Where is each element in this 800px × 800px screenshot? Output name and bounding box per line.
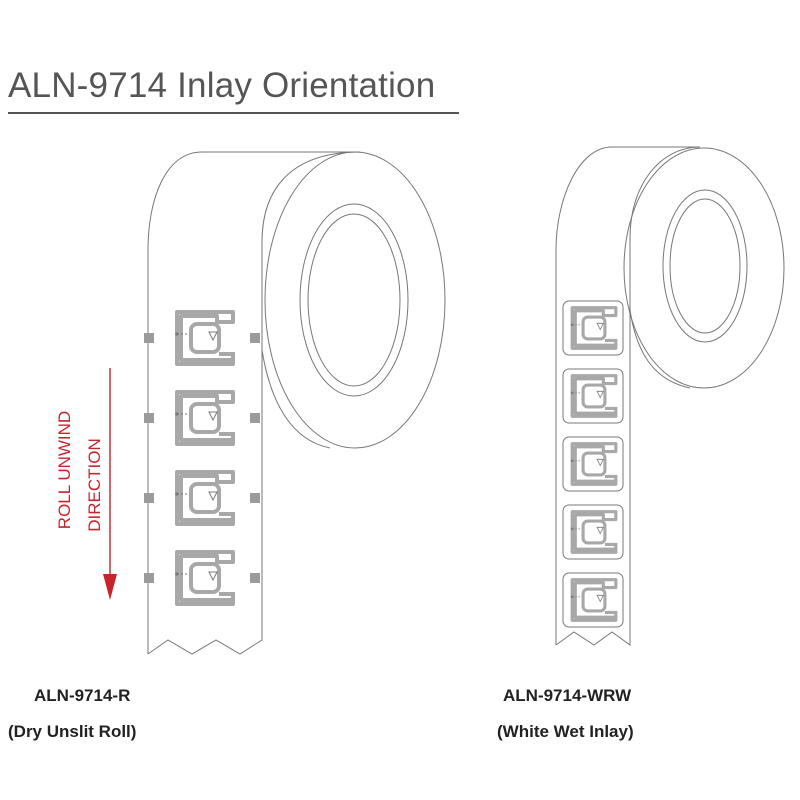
left-inlay: [144, 550, 260, 606]
right-roll-subtitle: (White Wet Inlay): [497, 722, 634, 741]
left-inlay: [144, 310, 260, 366]
direction-label-line1: ROLL UNWIND: [55, 411, 74, 529]
right-roll-side: [623, 147, 785, 389]
right-marker: [250, 413, 260, 423]
right-marker: [250, 573, 260, 583]
right-roll-body: [555, 146, 700, 645]
right-strip-edge: [555, 146, 701, 646]
unwind-arrow: [103, 368, 117, 600]
right-inlay: [562, 504, 624, 560]
title-underline: [8, 112, 459, 114]
left-marker: [144, 413, 154, 423]
left-roll-core-outer: [299, 203, 409, 397]
right-marker: [250, 333, 260, 343]
left-roll-side: [264, 151, 446, 449]
direction-label-line2: DIRECTION: [85, 438, 104, 532]
left-roll-body: [147, 151, 360, 654]
right-inlay: [562, 300, 624, 356]
right-roll: [555, 146, 785, 646]
left-strip-edge: [147, 151, 361, 655]
right-inlay: [562, 368, 624, 424]
left-roll-core-inner: [307, 213, 401, 387]
right-roll-name: ALN-9714-WRW: [503, 686, 632, 705]
right-inlay: [562, 572, 624, 628]
right-roll-core-outer: [662, 189, 748, 343]
page-title: ALN-9714 Inlay Orientation: [8, 66, 436, 105]
left-marker: [144, 573, 154, 583]
left-inlay: [144, 390, 260, 446]
right-inlays: [562, 300, 624, 628]
left-roll-name: ALN-9714-R: [34, 686, 131, 705]
left-roll-subtitle: (Dry Unslit Roll): [8, 722, 137, 741]
left-marker: [144, 333, 154, 343]
right-marker: [250, 493, 260, 503]
left-marker: [144, 493, 154, 503]
right-inlay: [562, 436, 624, 492]
left-roll: [147, 151, 446, 655]
left-inlays: [144, 310, 260, 606]
right-roll-core-inner: [669, 198, 741, 334]
left-inlay: [144, 470, 260, 526]
